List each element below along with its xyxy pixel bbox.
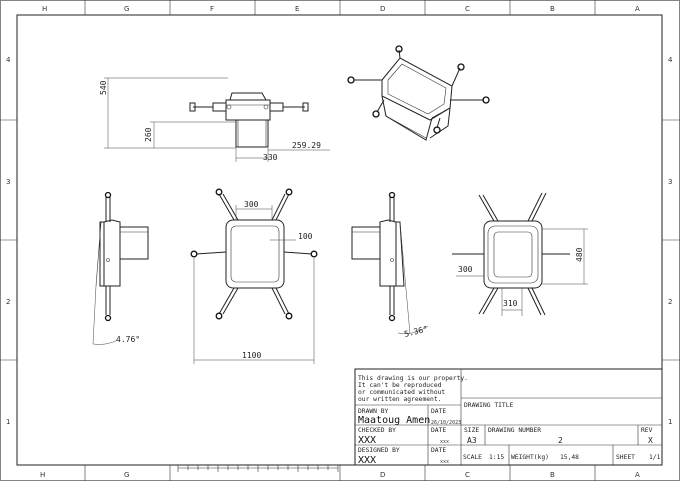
dim-476: 4.76° [116, 335, 140, 344]
dim-540: 540 [99, 80, 108, 95]
drawing-title-label: DRAWING TITLE [464, 402, 513, 409]
dim-330: 330 [263, 153, 278, 162]
zone-col-bottom: G [124, 471, 129, 479]
zone-col-top: C [465, 5, 470, 13]
zone-row-right: 1 [668, 418, 672, 426]
date-label: DATE [431, 408, 446, 415]
zone-row-left: 1 [6, 418, 10, 426]
drawn-by-label: DRAWN BY [358, 408, 389, 415]
sheet-label: SHEET [616, 454, 635, 461]
dim-260: 260 [144, 127, 153, 142]
ownership-note-line: our written agreement. [358, 396, 441, 403]
rev-label: REV [641, 427, 653, 434]
dim-480: 480 [575, 247, 584, 262]
weight-label: WEIGHT(kg) [511, 454, 549, 461]
zone-col-top: F [210, 5, 214, 13]
zone-col-bottom: C [465, 471, 470, 479]
sheet-value: 1/1 [649, 454, 661, 461]
view-back: 300 310 480 [452, 192, 588, 316]
zone-col-bottom: H [40, 471, 45, 479]
date-value: 26/10/2023 [431, 420, 461, 426]
date-value: xxx [440, 459, 449, 465]
zone-col-top: A [635, 5, 640, 13]
date-label: DATE [431, 447, 446, 454]
view-side-left: 4.76° [92, 191, 149, 345]
ownership-note-line: or communicated without [358, 389, 445, 396]
view-front: 300 100 1100 [190, 188, 318, 364]
date-value: xxx [440, 439, 449, 445]
dim-259: 259.29 [292, 141, 321, 150]
drawing-number-value: 2 [558, 436, 563, 445]
zone-row-left: 2 [6, 298, 10, 306]
checked-by-value: XXX [358, 435, 376, 446]
zone-row-right: 3 [668, 178, 672, 186]
size-label: SIZE [464, 427, 479, 434]
scale-value: 1:15 [489, 454, 504, 461]
zone-col-top: E [295, 5, 299, 13]
dim-300-back: 300 [458, 265, 473, 274]
zone-col-top: D [380, 5, 385, 13]
zone-labels: H G F E D C B A H G D C B A 4 3 2 1 4 3 … [6, 5, 673, 479]
drawing-number-label: DRAWING NUMBER [488, 427, 541, 434]
view-isometric [347, 45, 490, 141]
zone-row-left: 3 [6, 178, 10, 186]
ownership-note-line: This drawing is our property. [358, 375, 468, 382]
zone-row-right: 4 [668, 56, 673, 64]
designed-by-label: DESIGNED BY [358, 447, 400, 454]
date-label: DATE [431, 427, 446, 434]
size-value: A3 [467, 436, 477, 445]
scale-label: SCALE [463, 454, 482, 461]
zone-col-bottom: A [635, 471, 640, 479]
dim-100: 100 [298, 232, 313, 241]
dim-1100: 1100 [242, 351, 261, 360]
zone-col-top: H [42, 5, 47, 13]
view-top: 540 260 330 259.29 [99, 77, 330, 162]
zone-col-top: G [124, 5, 129, 13]
designed-by-value: XXX [358, 455, 376, 466]
checked-by-label: CHECKED BY [358, 427, 396, 434]
zone-col-bottom: B [550, 471, 555, 479]
zone-row-left: 4 [6, 56, 11, 64]
title-block: This drawing is our property. It can't b… [354, 368, 663, 466]
view-side-right: 5.36° [351, 191, 429, 339]
dim-300: 300 [244, 200, 259, 209]
drawn-by-value: Maatoug Amen [358, 415, 430, 426]
ownership-note-line: It can't be reproduced [358, 382, 442, 389]
zone-col-top: B [550, 5, 555, 13]
weight-value: 15,48 [560, 454, 579, 461]
rev-value: X [648, 436, 653, 445]
dim-310: 310 [503, 299, 518, 308]
zone-row-right: 2 [668, 298, 672, 306]
zone-col-bottom: D [380, 471, 385, 479]
dim-536: 5.36° [403, 324, 429, 339]
